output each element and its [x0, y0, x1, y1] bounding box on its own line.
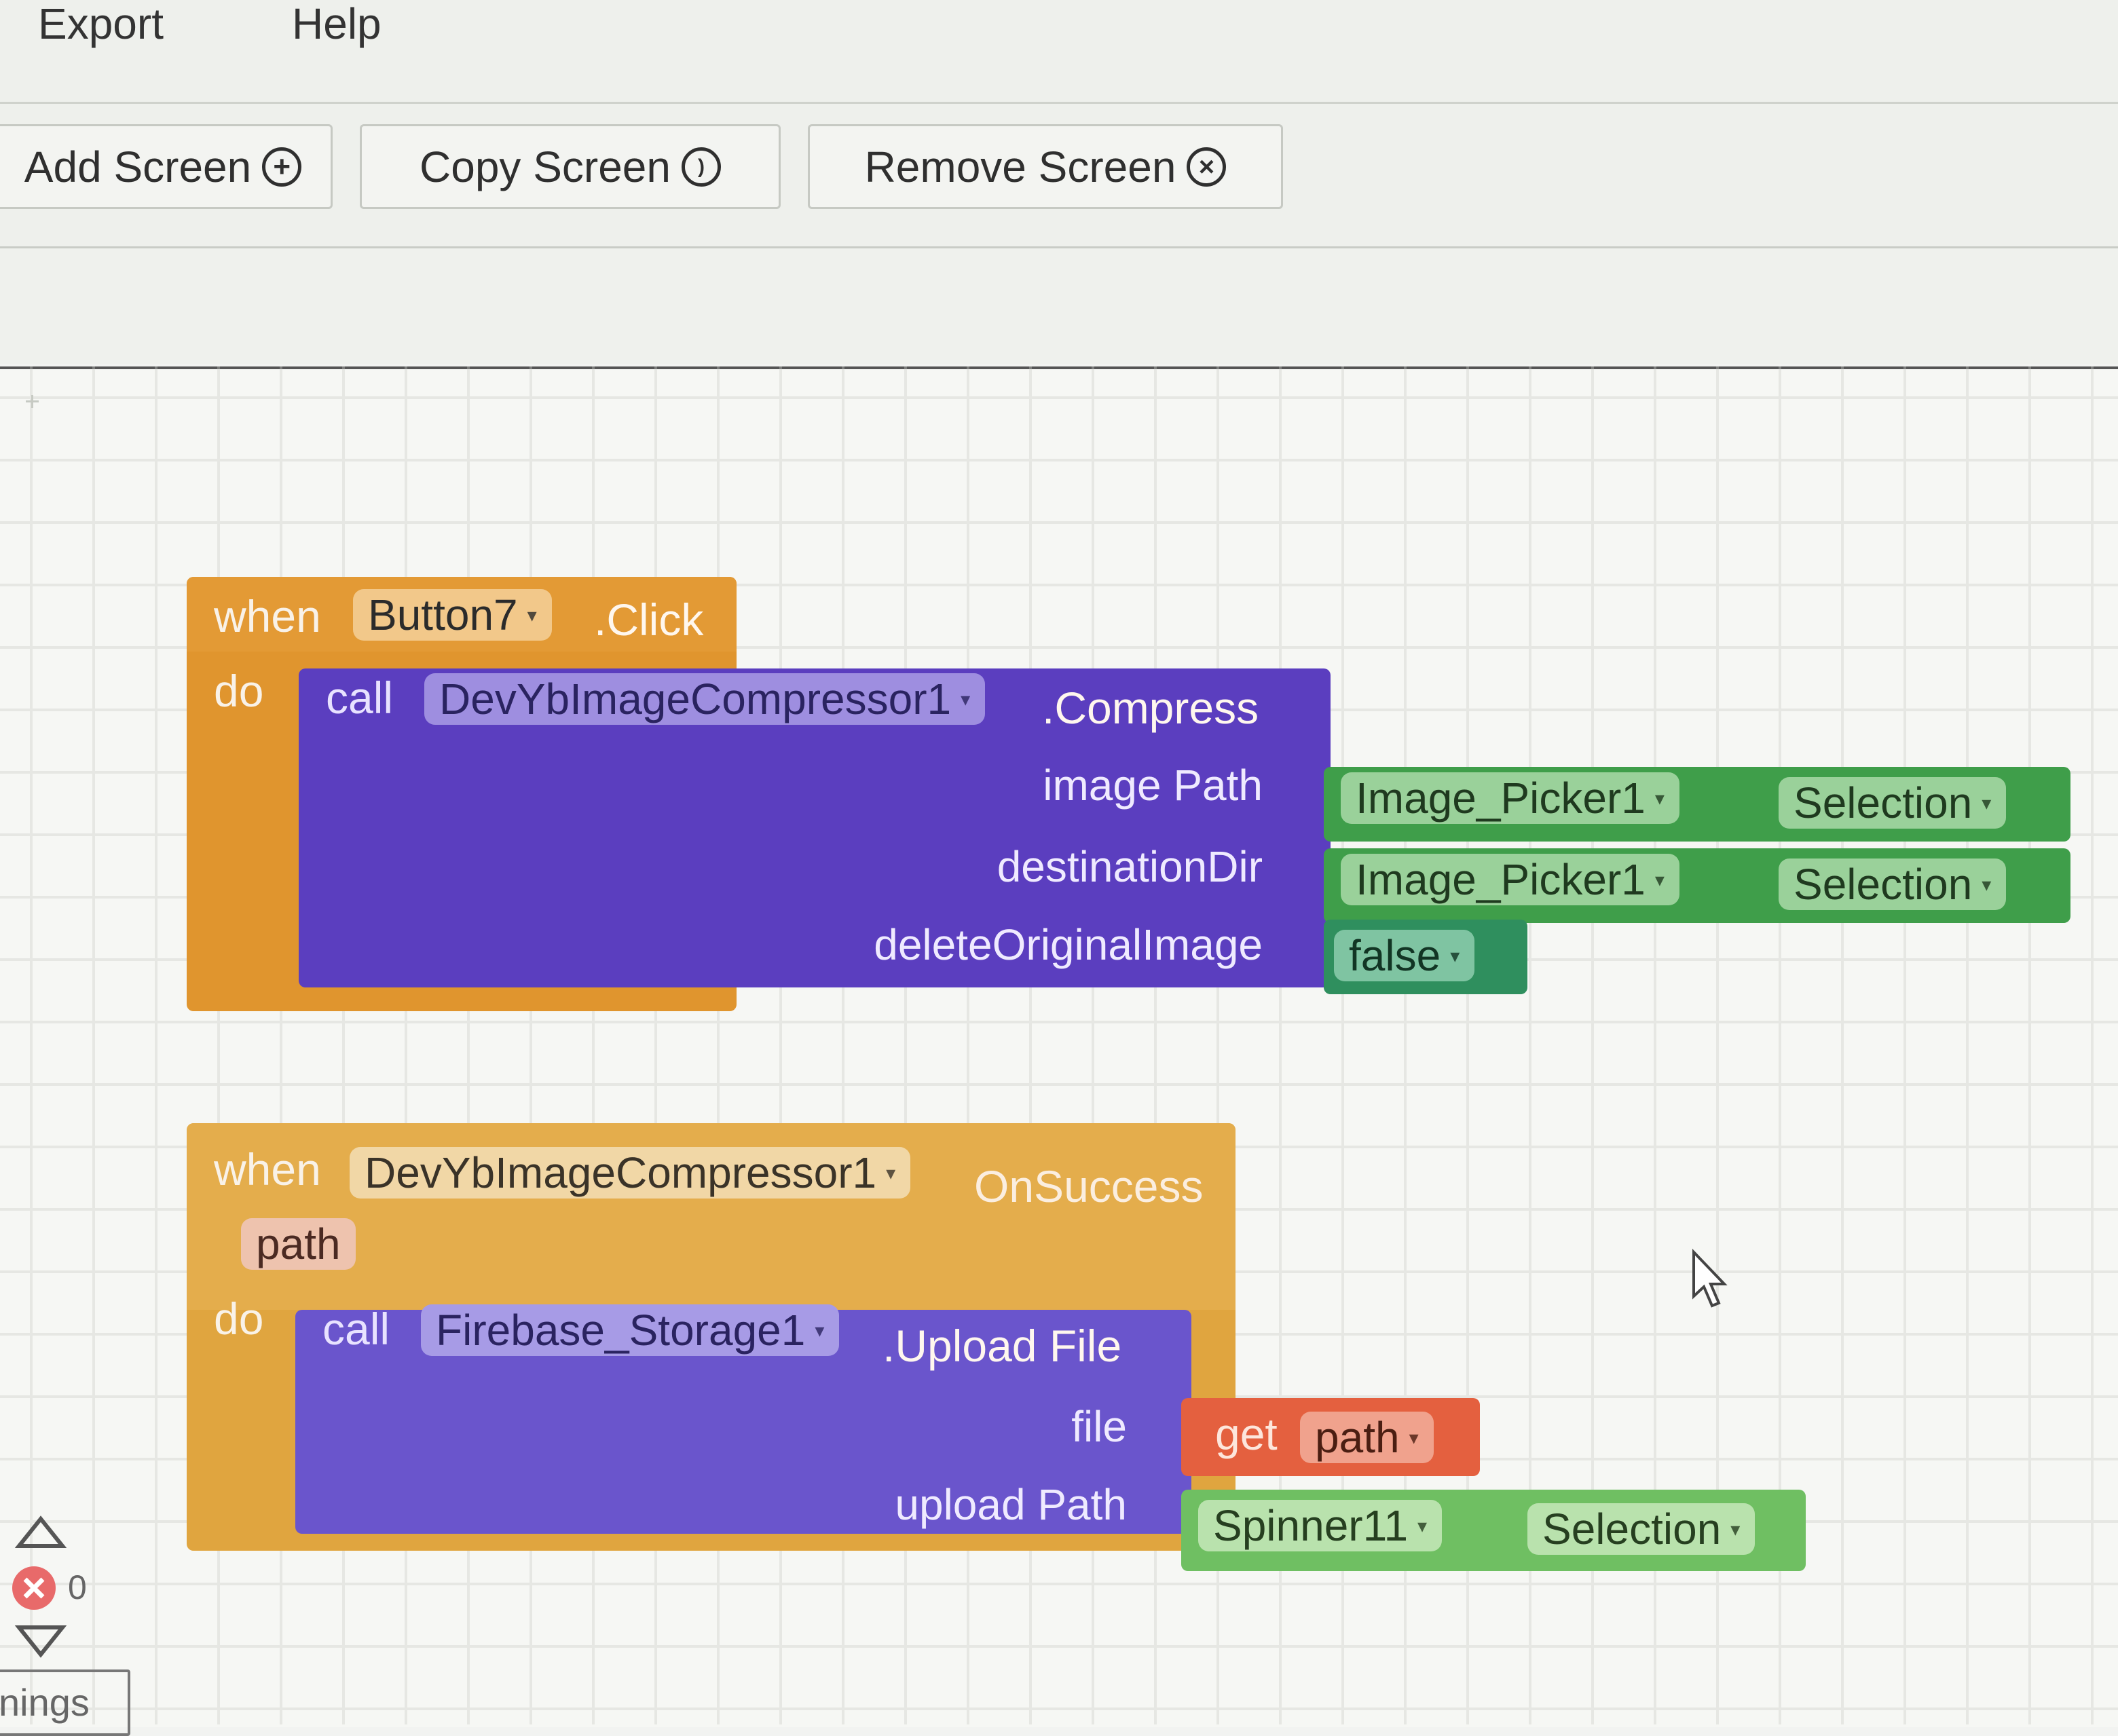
boolean-dropdown[interactable]: false ▾ — [1334, 930, 1475, 981]
variable-name: path — [1315, 1413, 1400, 1462]
component-name: DevYbImageCompressor1 — [365, 1148, 877, 1197]
screen-toolbar: Add Screen + Copy Screen ) Remove Screen… — [0, 104, 2118, 248]
workspace-header — [0, 248, 2118, 364]
mouse-pointer-icon — [1692, 1249, 1728, 1308]
dropdown-arrow-icon: ▾ — [1417, 1515, 1428, 1536]
menu-bar: Export Help — [0, 0, 2118, 104]
property-dropdown-selection[interactable]: Selection ▾ — [1779, 777, 2007, 829]
menu-export[interactable]: Export — [38, 0, 164, 48]
remove-screen-button[interactable]: Remove Screen × — [808, 124, 1283, 209]
copy-screen-button[interactable]: Copy Screen ) — [360, 124, 781, 209]
property-dropdown-selection[interactable]: Selection ▾ — [1779, 858, 2007, 910]
show-warnings-toggle[interactable]: nings — [0, 1669, 130, 1736]
component-name: DevYbImageCompressor1 — [439, 675, 952, 723]
event-parameter-path[interactable]: path — [241, 1218, 356, 1270]
method-name: .Upload File — [882, 1321, 1122, 1371]
component-name: Image_Picker1 — [1356, 774, 1646, 823]
component-name: Button7 — [368, 590, 518, 639]
do-keyword: do — [214, 1294, 264, 1344]
dropdown-arrow-icon: ▾ — [1730, 1518, 1741, 1540]
property-name: Selection — [1542, 1505, 1722, 1553]
property-name: Selection — [1794, 860, 1973, 909]
up-arrow-icon[interactable] — [14, 1513, 68, 1551]
call-keyword: call — [326, 673, 394, 723]
component-name: Spinner11 — [1213, 1501, 1409, 1550]
dropdown-arrow-icon: ▾ — [961, 688, 971, 710]
component-dropdown-spinner[interactable]: Spinner11 ▾ — [1198, 1500, 1443, 1551]
dropdown-arrow-icon: ▾ — [815, 1319, 825, 1341]
event-name: OnSuccess — [974, 1161, 1204, 1211]
boolean-value: false — [1349, 931, 1441, 980]
arg-label-delete-original: deleteOriginalImage — [874, 920, 1263, 969]
component-name: Firebase_Storage1 — [436, 1306, 806, 1355]
show-warnings-label: nings — [0, 1681, 90, 1724]
method-name: .Compress — [1042, 683, 1259, 733]
copy-screen-label: Copy Screen — [420, 142, 671, 191]
error-count: 0 — [68, 1568, 87, 1606]
component-dropdown-button7[interactable]: Button7 ▾ — [353, 589, 552, 641]
do-keyword: do — [214, 666, 264, 716]
component-dropdown-image-picker[interactable]: Image_Picker1 ▾ — [1341, 854, 1679, 905]
down-arrow-icon[interactable] — [14, 1622, 68, 1659]
add-screen-button[interactable]: Add Screen + — [0, 124, 333, 209]
call-keyword: call — [322, 1304, 390, 1354]
arg-label-file: file — [1071, 1402, 1127, 1451]
component-dropdown-compressor[interactable]: DevYbImageCompressor1 ▾ — [424, 673, 986, 725]
parameter-name: path — [256, 1220, 341, 1268]
menu-help[interactable]: Help — [292, 0, 382, 48]
component-name: Image_Picker1 — [1356, 855, 1646, 904]
variable-dropdown-path[interactable]: path ▾ — [1300, 1412, 1434, 1463]
error-icon — [12, 1566, 56, 1610]
when-keyword: when — [214, 1144, 321, 1194]
component-dropdown-compressor[interactable]: DevYbImageCompressor1 ▾ — [350, 1147, 911, 1199]
dropdown-arrow-icon: ▾ — [1982, 873, 1992, 895]
event-name: .Click — [594, 595, 704, 645]
close-circle-icon: × — [1187, 147, 1227, 187]
copy-circle-icon: ) — [681, 147, 721, 187]
dropdown-arrow-icon: ▾ — [527, 604, 537, 626]
arg-label-image-path: image Path — [1043, 761, 1263, 810]
when-keyword: when — [214, 591, 321, 641]
dropdown-arrow-icon: ▾ — [1982, 792, 1992, 814]
plus-circle-icon: + — [262, 147, 302, 187]
dropdown-arrow-icon: ▾ — [1654, 787, 1665, 809]
remove-screen-label: Remove Screen — [864, 142, 1176, 191]
property-dropdown-selection[interactable]: Selection ▾ — [1527, 1503, 1755, 1555]
arg-label-upload-path: upload Path — [895, 1480, 1127, 1529]
warnings-panel: 0 nings — [0, 1513, 136, 1736]
dropdown-arrow-icon: ▾ — [886, 1162, 896, 1184]
component-dropdown-firebase-storage[interactable]: Firebase_Storage1 ▾ — [421, 1304, 840, 1356]
get-keyword: get — [1215, 1409, 1278, 1459]
property-name: Selection — [1794, 778, 1973, 827]
component-dropdown-image-picker[interactable]: Image_Picker1 ▾ — [1341, 772, 1679, 824]
arg-label-destination-dir: destinationDir — [997, 842, 1263, 891]
add-screen-label: Add Screen — [24, 142, 252, 191]
dropdown-arrow-icon: ▾ — [1654, 869, 1665, 890]
dropdown-arrow-icon: ▾ — [1409, 1427, 1419, 1448]
dropdown-arrow-icon: ▾ — [1450, 945, 1460, 966]
